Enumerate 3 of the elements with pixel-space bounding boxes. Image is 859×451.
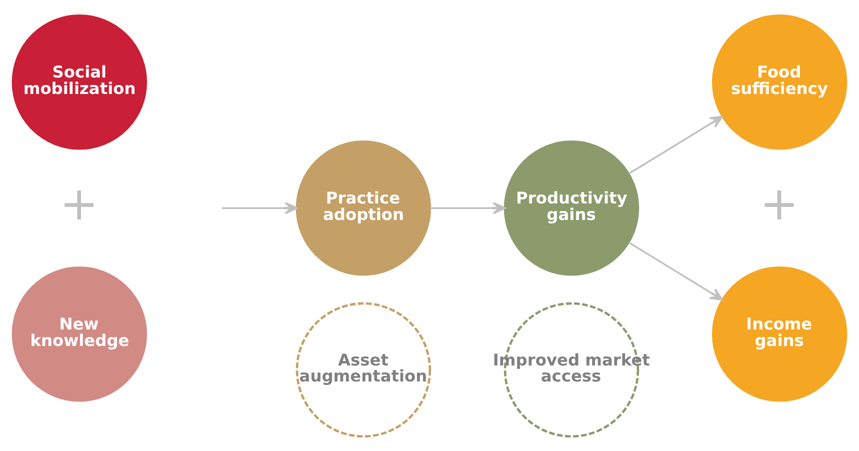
label: + xyxy=(760,176,799,230)
label: + xyxy=(60,176,99,230)
node-label: Improved market xyxy=(492,350,650,370)
